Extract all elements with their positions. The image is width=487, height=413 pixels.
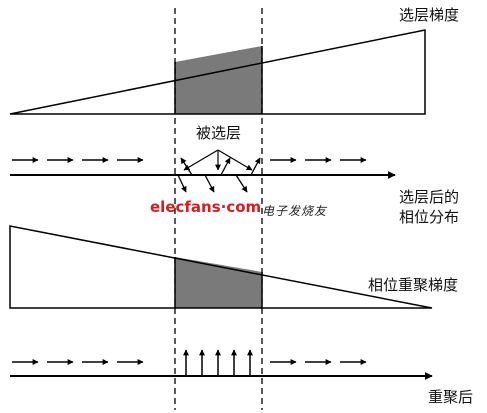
selected-slice-pointers (183, 149, 253, 171)
watermark-brand: elecfans·com (150, 198, 262, 216)
rephased-spin-arrows (183, 349, 253, 376)
slice-gradient-shape (9, 29, 426, 115)
phase-after-selection-label-1: 选层后的 (399, 188, 460, 206)
watermark-cn: 电子发烧友 (262, 204, 328, 218)
slice-gradient-label: 选层梯度 (399, 6, 460, 24)
selected-slice-label: 被选层 (196, 124, 242, 142)
rephase-gradient-shape (9, 225, 433, 309)
after-rephase-label: 重聚后 (428, 388, 474, 406)
rephase-gradient-label: 相位重聚梯度 (368, 276, 459, 294)
phase-after-selection-label-2: 相位分布 (399, 208, 460, 226)
slice-boundary-lines (174, 8, 263, 410)
